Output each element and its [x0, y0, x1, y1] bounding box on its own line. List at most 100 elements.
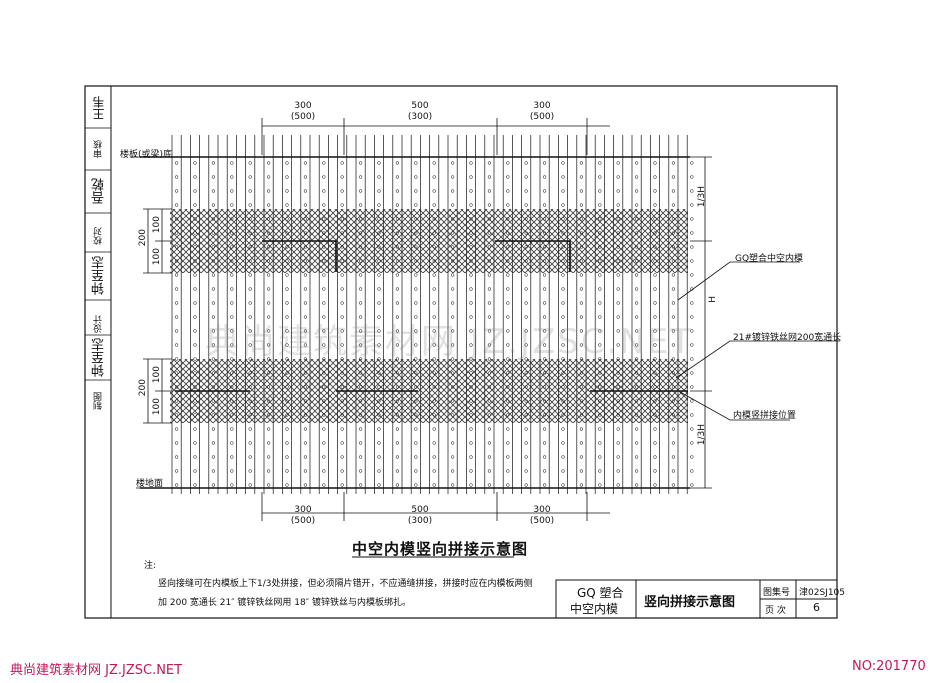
- slab-hole: [285, 441, 289, 445]
- slab-hole: [634, 203, 639, 207]
- slab-hole: [432, 455, 436, 459]
- slab-hole: [230, 287, 234, 291]
- splice-position-label: 内模竖拼接位置: [733, 411, 797, 421]
- bottom-dimension-line: [261, 492, 610, 521]
- slab-hole: [616, 441, 620, 445]
- slab-hole: [285, 161, 289, 165]
- slab-hole: [266, 189, 271, 193]
- slab-hole: [469, 161, 473, 165]
- notes-heading: 注:: [144, 561, 157, 571]
- slab-hole: [487, 483, 492, 487]
- slab-hole: [322, 469, 326, 473]
- slab-hole: [303, 455, 308, 459]
- slab-hole: [506, 469, 510, 473]
- slab-hole: [469, 343, 473, 347]
- slab-hole: [542, 343, 547, 347]
- right-dim-top-third: 1/3H: [697, 186, 707, 208]
- slab-hole: [598, 203, 602, 207]
- slab-hole: [230, 329, 234, 333]
- slab-hole: [432, 427, 436, 431]
- slab-hole: [487, 329, 492, 333]
- slab-hole: [266, 469, 271, 473]
- slab-hole: [598, 315, 602, 319]
- slab-hole: [358, 329, 363, 333]
- slab-hole: [248, 161, 252, 165]
- right-dim-bottom-third: 1/3H: [697, 424, 707, 446]
- slab-hole: [469, 287, 473, 291]
- slab-hole: [340, 315, 344, 319]
- slab-hole: [248, 203, 252, 207]
- slab-hole: [542, 469, 547, 473]
- slab-hole: [414, 175, 418, 179]
- slab-hole: [634, 301, 639, 305]
- slab-hole: [432, 301, 436, 305]
- slab-hole: [634, 273, 639, 277]
- slab-hole: [414, 189, 418, 193]
- slab-hole: [414, 203, 418, 207]
- slab-hole: [322, 161, 326, 165]
- slab-hole: [230, 175, 234, 179]
- slab-hole: [395, 273, 400, 277]
- signature-column: [84, 85, 112, 619]
- bottom-dim-3: 300(500): [529, 505, 555, 526]
- slab-hole: [358, 301, 363, 305]
- slab-hole: [579, 427, 584, 431]
- slab-hole: [248, 469, 252, 473]
- slab-hole: [524, 329, 528, 333]
- slab-hole: [414, 455, 418, 459]
- slab-hole: [193, 273, 197, 277]
- slab-hole: [671, 175, 676, 179]
- slab-hole: [561, 301, 565, 305]
- slab-hole: [653, 315, 657, 319]
- slab-hole: [671, 469, 676, 473]
- slab-hole: [598, 455, 602, 459]
- slab-hole: [432, 273, 436, 277]
- slab-hole: [340, 455, 344, 459]
- slab-hole: [340, 469, 344, 473]
- slab-hole: [579, 455, 584, 459]
- slab-hole: [432, 161, 436, 165]
- top-dimension-line: [261, 118, 610, 155]
- slab-hole: [487, 287, 492, 291]
- slab-hole: [432, 175, 436, 179]
- slab-hole: [285, 203, 289, 207]
- slab-hole: [340, 301, 344, 305]
- slab-hole: [616, 469, 620, 473]
- slab-hole: [248, 175, 252, 179]
- slab-hole: [524, 483, 528, 487]
- slab-hole: [469, 315, 473, 319]
- slab-hole: [598, 483, 602, 487]
- wire-mesh-band-upper: [170, 209, 688, 273]
- slab-hole: [211, 273, 216, 277]
- slab-hole: [358, 189, 363, 193]
- slab-hole: [542, 427, 547, 431]
- slab-hole: [469, 427, 473, 431]
- slab-hole: [469, 301, 473, 305]
- slab-hole: [469, 469, 473, 473]
- slab-hole: [432, 441, 436, 445]
- slab-hole: [358, 469, 363, 473]
- slab-hole: [174, 483, 179, 487]
- slab-hole: [377, 455, 381, 459]
- slab-hole: [634, 483, 639, 487]
- slab-hole: [303, 175, 308, 179]
- slab-hole: [690, 469, 694, 473]
- sig-draw-label: 制图: [94, 392, 104, 410]
- slab-hole: [358, 315, 363, 319]
- slab-hole: [432, 287, 436, 291]
- top-dim-2: 500(300): [407, 101, 433, 122]
- slab-hole: [561, 315, 565, 319]
- slab-hole: [616, 189, 620, 193]
- slab-hole: [395, 441, 400, 445]
- slab-hole: [542, 287, 547, 291]
- slab-hole: [395, 203, 400, 207]
- slab-hole: [414, 343, 418, 347]
- slab-hole: [395, 469, 400, 473]
- slab-hole: [414, 287, 418, 291]
- slab-hole: [266, 273, 271, 277]
- slab-hole: [303, 301, 308, 305]
- slab-hole: [690, 399, 694, 403]
- slab-hole: [266, 483, 271, 487]
- page-label: 页 次: [765, 606, 786, 616]
- slab-hole: [598, 273, 602, 277]
